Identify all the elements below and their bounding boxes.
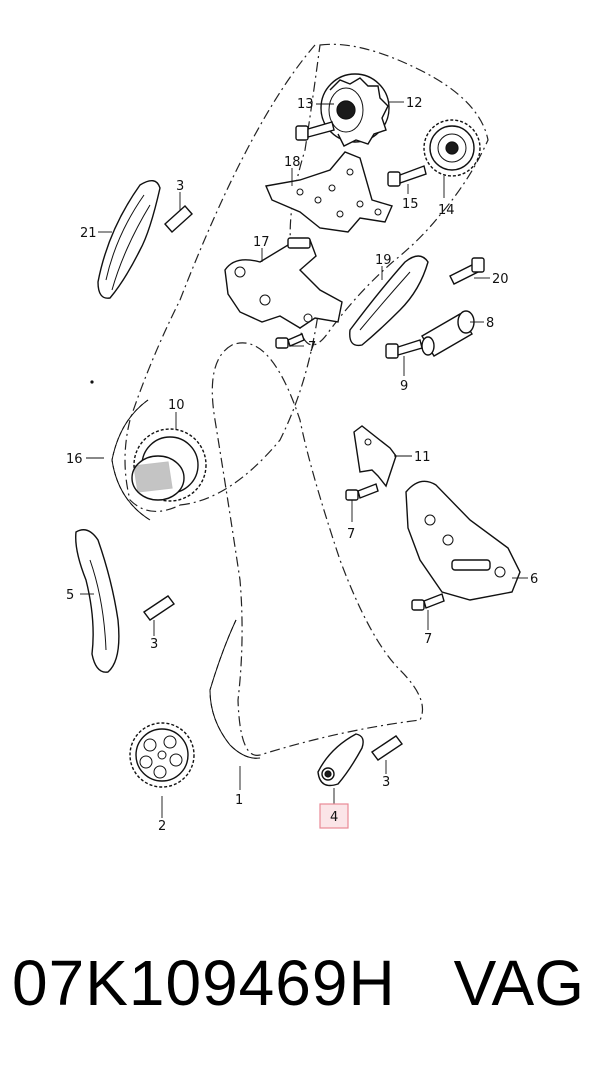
bolt-9: [385, 339, 423, 359]
callout-10: 10: [168, 398, 185, 413]
bolt-20: [449, 257, 485, 285]
leader-lines: [80, 101, 528, 818]
guide-rail-5: [75, 529, 120, 673]
bolt-15: [387, 165, 427, 187]
bolt-13: [295, 121, 335, 141]
pin-3-lower: [370, 735, 404, 761]
tensioner-lever-4: [317, 733, 364, 787]
pin-3-upper: [164, 205, 193, 233]
sprocket-10: [131, 428, 207, 502]
callout-6: 6: [530, 572, 538, 587]
guide-bracket-17: [224, 237, 343, 329]
callout-18: 18: [284, 155, 301, 170]
callout-7-middle: 7: [347, 527, 355, 542]
callout-4: 4: [330, 810, 338, 825]
crankshaft-sprocket-2: [129, 722, 195, 788]
pin-3-middle: [142, 595, 176, 621]
bolt-7-middle: [345, 483, 379, 501]
callout-8: 8: [486, 316, 494, 331]
callout-labels: 13 12 18 15 14 3 21 17 19 20 8 7 9 10 16…: [66, 96, 538, 834]
callout-11: 11: [414, 450, 431, 465]
callout-3-lower: 3: [382, 775, 390, 790]
callout-5: 5: [66, 588, 74, 603]
chain-tensioner-8: [421, 310, 475, 357]
callout-3-middle: 3: [150, 637, 158, 652]
timing-chain-outline-left: [124, 44, 316, 512]
callout-19: 19: [375, 253, 392, 268]
timing-chain-outline: [289, 43, 489, 346]
callout-20: 20: [492, 272, 509, 287]
callout-4-highlight-box: [319, 803, 349, 829]
stray-dot: [90, 380, 94, 384]
callout-1: 1: [235, 793, 243, 808]
callout-3-upper: 3: [176, 179, 184, 194]
bolt-7-lower: [411, 593, 445, 611]
bracket-plate-18: [265, 151, 393, 233]
callout-12: 12: [406, 96, 423, 111]
timing-chain-diagram: 13 12 18 15 14 3 21 17 19 20 8 7 9 10 16…: [66, 43, 538, 834]
callout-9: 9: [400, 379, 408, 394]
callout-7-lower: 7: [424, 632, 432, 647]
callout-7-upper: 7: [308, 340, 316, 355]
callout-15: 15: [402, 197, 419, 212]
tensioner-housing-6: [405, 480, 521, 601]
chain-16: [111, 399, 151, 521]
callout-17: 17: [253, 235, 270, 250]
guide-rail-21: [97, 180, 161, 299]
balance-chain-outline: [211, 342, 424, 756]
bracket-11: [353, 425, 397, 488]
callout-13: 13: [297, 97, 314, 112]
part-number: 07K109469H: [12, 947, 396, 1019]
camshaft-sprocket-14: [423, 119, 481, 177]
secondary-chain-outline: [179, 299, 321, 506]
callout-2: 2: [158, 819, 166, 834]
camshaft-adjuster-12: [320, 73, 390, 147]
brand-label: VAG: [453, 947, 584, 1019]
callout-14: 14: [438, 203, 455, 218]
callout-21: 21: [80, 226, 97, 241]
balance-chain-1: [209, 619, 261, 759]
callout-16: 16: [66, 452, 83, 467]
tensioner-rail-19: [349, 255, 429, 347]
bolt-7-upper: [275, 333, 305, 349]
